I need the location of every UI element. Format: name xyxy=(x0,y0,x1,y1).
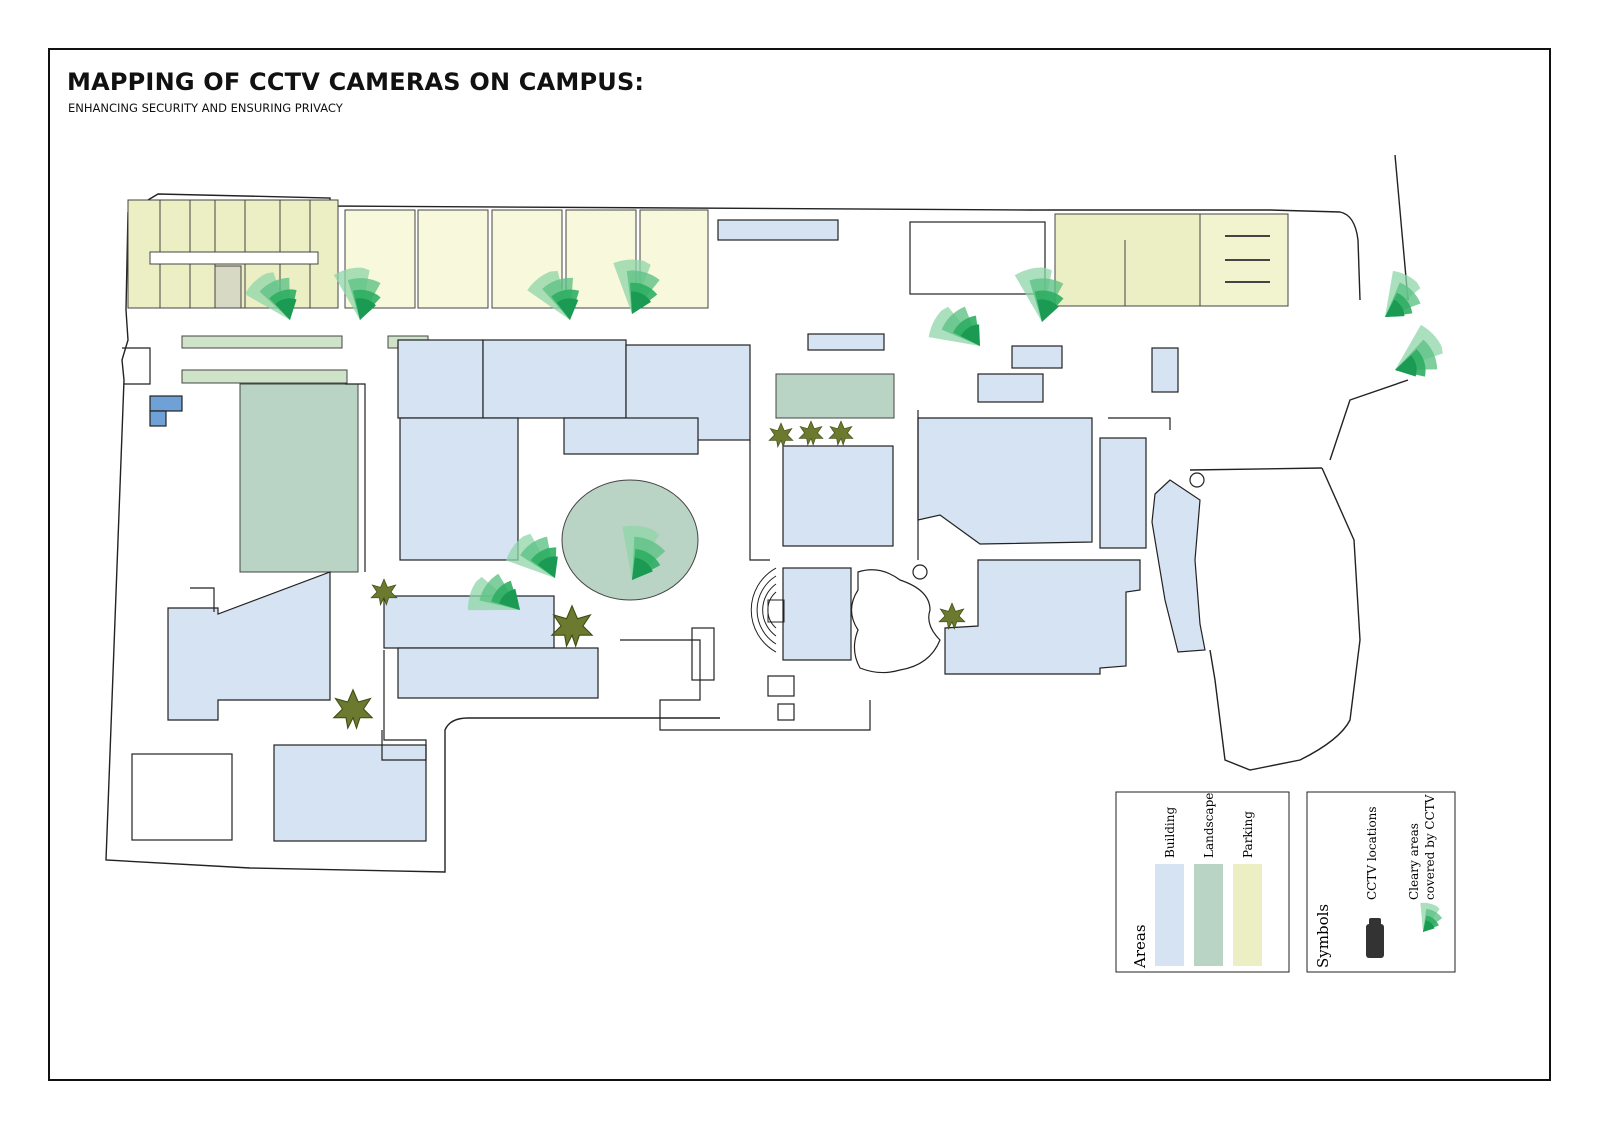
cctv-camera-icon xyxy=(1366,918,1384,958)
legend-coverage-label-line2: covered by CCTV xyxy=(1423,794,1437,900)
map-frame xyxy=(48,48,1551,1081)
legend-landscape-label: Landscape xyxy=(1202,793,1216,858)
legend-building-swatch xyxy=(1155,864,1184,966)
legend-coverage-label-line1: Cleary areas xyxy=(1407,823,1421,900)
structures xyxy=(122,221,1205,841)
legend-areas: Areas Building Landscape Parking xyxy=(1115,791,1290,973)
legend-cctv-locations-label: CCTV locations xyxy=(1365,806,1379,900)
legend-parking-label: Parking xyxy=(1241,811,1255,858)
legend-parking-swatch xyxy=(1233,864,1262,966)
buildings xyxy=(149,219,1206,842)
coverage-fan xyxy=(919,295,991,366)
coverage-fan xyxy=(1367,262,1431,327)
legend-landscape-swatch xyxy=(1194,864,1223,966)
map-subtitle: ENHANCING SECURITY AND ENSURING PRIVACY xyxy=(68,101,343,115)
amphitheatre xyxy=(750,567,785,653)
coverage-fan xyxy=(1388,321,1448,382)
legend-building-label: Building xyxy=(1163,807,1177,858)
parking-areas xyxy=(127,199,1289,309)
legend-symbols-heading: Symbols xyxy=(1314,904,1332,968)
legend-symbols: Symbols CCTV locations Cleary areas cove… xyxy=(1306,791,1456,973)
map-title: MAPPING OF CCTV CAMERAS ON CAMPUS: xyxy=(67,68,645,96)
legend-areas-heading: Areas xyxy=(1131,924,1149,969)
